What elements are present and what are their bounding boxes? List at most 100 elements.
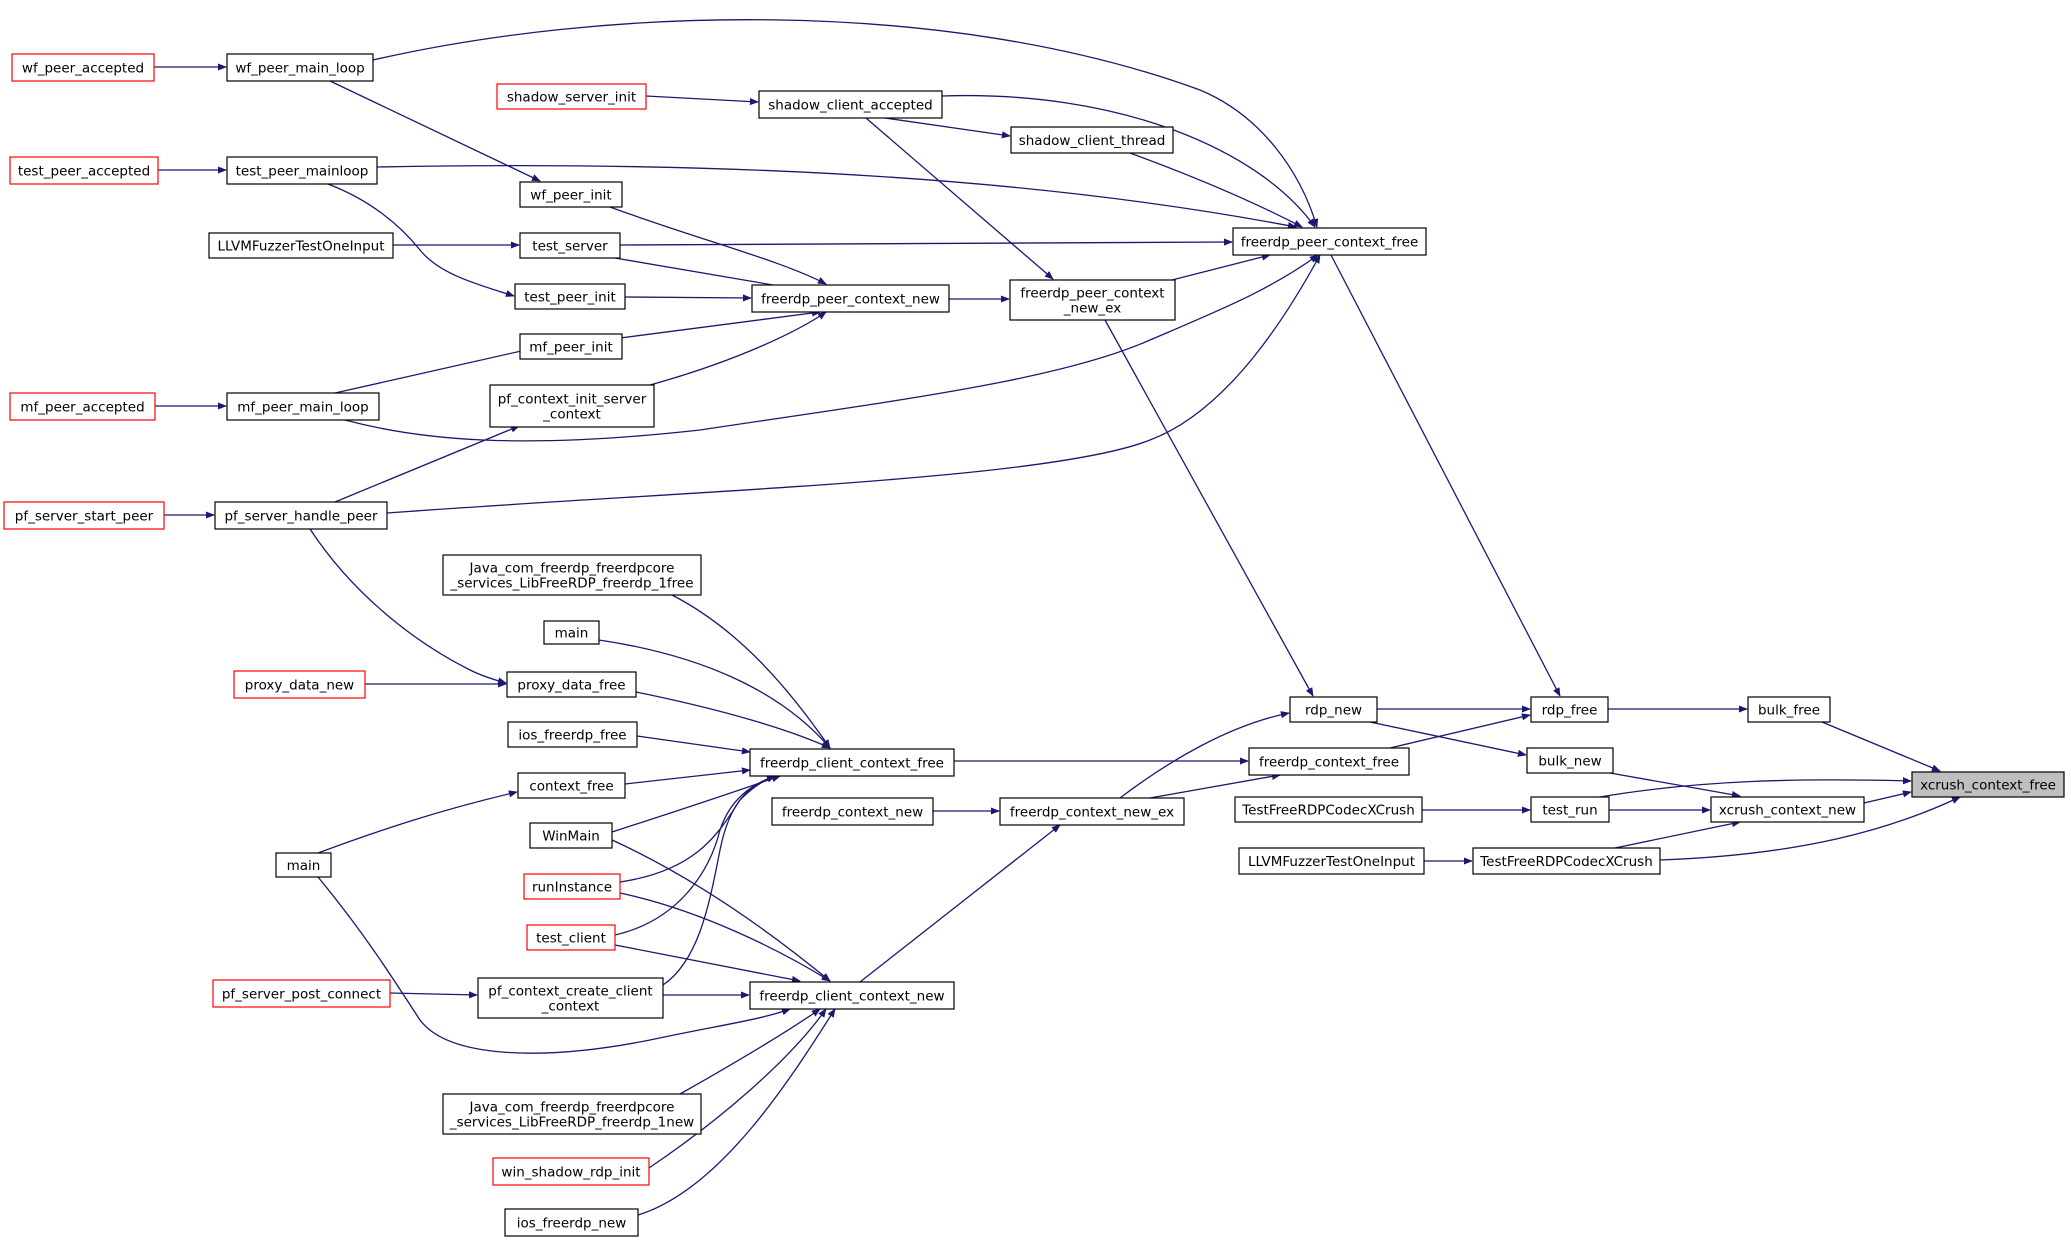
edge-WinMain-to-freerdp_client_context_free [611, 775, 781, 833]
node-wf_peer_init[interactable]: wf_peer_init [519, 181, 623, 208]
node-freerdp_client_context_free[interactable]: freerdp_client_context_free [749, 748, 955, 777]
node-box [9, 392, 156, 421]
node-java_free[interactable]: Java_com_freerdp_freerdpcore_services_Li… [442, 554, 702, 596]
node-WinMain[interactable]: WinMain [529, 822, 613, 849]
node-shadow_client_thread[interactable]: shadow_client_thread [1010, 126, 1174, 154]
node-box [504, 1208, 639, 1237]
edge-pf_context_init_server_context-to-freerdp_peer_context_new [649, 311, 827, 386]
node-box [514, 283, 626, 310]
node-box [999, 797, 1185, 826]
node-wf_peer_main_loop[interactable]: wf_peer_main_loop [226, 53, 374, 82]
edge-pf_server_handle_peer-to-proxy_data_free [309, 528, 507, 685]
node-freerdp_client_context_new[interactable]: freerdp_client_context_new [749, 981, 955, 1010]
node-label: freerdp_peer_context [1020, 286, 1164, 302]
node-box [1530, 796, 1610, 823]
node-box [1530, 696, 1609, 723]
edge-freerdp_peer_context_free-to-rdp_free [1330, 254, 1561, 697]
node-box [212, 979, 391, 1008]
node-pf_server_start_peer[interactable]: pf_server_start_peer [3, 501, 165, 530]
node-ios_freerdp_free[interactable]: ios_freerdp_free [507, 721, 638, 748]
node-box [9, 156, 159, 185]
node-proxy_data_free[interactable]: proxy_data_free [506, 671, 637, 698]
node-pf_context_create_client_context[interactable]: pf_context_create_client_context [477, 977, 664, 1019]
node-shadow_client_accepted[interactable]: shadow_client_accepted [758, 90, 943, 119]
node-java_new[interactable]: Java_com_freerdp_freerdpcore_services_Li… [442, 1093, 702, 1135]
node-label: xcrush_context_new [1719, 803, 1856, 819]
node-box [749, 981, 955, 1010]
node-freerdp_context_new[interactable]: freerdp_context_new [771, 797, 934, 826]
edge-shadow_server_init-to-shadow_client_accepted [645, 95, 759, 106]
node-label: main [287, 858, 321, 874]
node-main_b[interactable]: main [275, 852, 332, 878]
node-box [1710, 796, 1865, 823]
node-box [1289, 696, 1378, 723]
edge-pf_context_create_client_context-to-freerdp_client_context_free [662, 775, 776, 986]
node-label: pf_server_start_peer [15, 509, 154, 525]
edge-main_a-to-freerdp_client_context_free [598, 639, 831, 749]
nodes: wf_peer_accepted wf_peer_main_loop shadow_… [3, 53, 2065, 1237]
node-freerdp_context_free[interactable]: freerdp_context_free [1248, 747, 1410, 776]
node-bulk_free[interactable]: bulk_free [1747, 696, 1831, 723]
node-ios_freerdp_new[interactable]: ios_freerdp_new [504, 1208, 639, 1237]
node-label: Java_com_freerdp_freerdpcore [469, 1100, 675, 1116]
node-box [758, 90, 943, 119]
node-TestFreeRDPCodecXCrush_b[interactable]: TestFreeRDPCodecXCrush [1472, 847, 1661, 875]
node-box [226, 156, 378, 185]
node-test_client[interactable]: test_client [526, 924, 616, 951]
edge-ios_freerdp_new-to-freerdp_client_context_new [637, 1008, 836, 1216]
node-xcrush_context_free[interactable]: xcrush_context_free [1911, 771, 2065, 798]
node-freerdp_peer_context_new[interactable]: freerdp_peer_context_new [751, 284, 950, 313]
node-label: freerdp_client_context_new [759, 989, 944, 1005]
node-bulk_new[interactable]: bulk_new [1526, 747, 1614, 774]
node-box [1472, 847, 1661, 875]
edge-mf_peer_init-to-freerdp_peer_context_new [619, 309, 821, 339]
node-shadow_server_init[interactable]: shadow_server_init [496, 83, 647, 110]
node-pf_server_post_connect[interactable]: pf_server_post_connect [212, 979, 391, 1008]
node-xcrush_context_new[interactable]: xcrush_context_new [1710, 796, 1865, 823]
node-label: pf_server_post_connect [222, 987, 381, 1003]
node-box [1238, 847, 1425, 875]
node-box [543, 620, 600, 645]
node-label: rdp_free [1542, 703, 1598, 719]
node-LLVMFuzzerTestOneInput_b[interactable]: LLVMFuzzerTestOneInput [1238, 847, 1425, 875]
node-test_peer_accepted[interactable]: test_peer_accepted [9, 156, 159, 185]
node-test_server[interactable]: test_server [519, 232, 621, 259]
node-mf_peer_accepted[interactable]: mf_peer_accepted [9, 392, 156, 421]
edge-shadow_client_thread-to-freerdp_peer_context_free [1129, 152, 1303, 228]
node-freerdp_context_new_ex[interactable]: freerdp_context_new_ex [999, 797, 1185, 826]
edge-freerdp_peer_context_new_ex-to-rdp_new [1104, 319, 1314, 697]
node-pf_server_handle_peer[interactable]: pf_server_handle_peer [214, 501, 388, 530]
node-runInstance[interactable]: runInstance [523, 873, 621, 900]
node-test_peer_mainloop[interactable]: test_peer_mainloop [226, 156, 378, 185]
node-label: bulk_new [1538, 754, 1601, 770]
node-proxy_data_new[interactable]: proxy_data_new [233, 670, 366, 699]
node-win_shadow_rdp_init[interactable]: win_shadow_rdp_init [492, 1157, 650, 1186]
node-mf_peer_init[interactable]: mf_peer_init [519, 333, 623, 360]
node-box [208, 232, 394, 259]
node-label: freerdp_peer_context_new [761, 292, 940, 308]
node-box [3, 501, 165, 530]
node-main_a[interactable]: main [543, 620, 600, 645]
node-pf_context_init_server_context[interactable]: pf_context_init_server_context [489, 384, 655, 428]
node-label: _new_ex [1063, 301, 1121, 317]
node-freerdp_peer_context_new_ex[interactable]: freerdp_peer_context_new_ex [1009, 279, 1176, 321]
node-label: shadow_client_accepted [768, 98, 932, 114]
node-mf_peer_main_loop[interactable]: mf_peer_main_loop [226, 392, 380, 421]
node-label: _services_LibFreeRDP_freerdp_1free [449, 576, 693, 592]
node-LLVMFuzzerTestOneInput_a[interactable]: LLVMFuzzerTestOneInput [208, 232, 394, 259]
node-TestFreeRDPCodecXCrush_a[interactable]: TestFreeRDPCodecXCrush [1234, 796, 1423, 823]
node-rdp_new[interactable]: rdp_new [1289, 696, 1378, 723]
node-test_peer_init[interactable]: test_peer_init [514, 283, 626, 310]
node-box [1009, 279, 1176, 321]
edge-test_run-to-xcrush_context_free [1599, 777, 1912, 798]
node-freerdp_peer_context_free[interactable]: freerdp_peer_context_free [1232, 227, 1427, 256]
node-box [517, 772, 626, 799]
node-label: xcrush_context_free [1920, 778, 2056, 794]
node-box [526, 924, 616, 951]
edge-pf_server_post_connect-to-pf_context_create_client_context [389, 991, 478, 999]
node-test_run[interactable]: test_run [1530, 796, 1610, 823]
node-wf_peer_accepted[interactable]: wf_peer_accepted [11, 53, 155, 82]
node-label: ios_freerdp_new [517, 1216, 627, 1232]
node-rdp_free[interactable]: rdp_free [1530, 696, 1609, 723]
node-context_free[interactable]: context_free [517, 772, 626, 799]
